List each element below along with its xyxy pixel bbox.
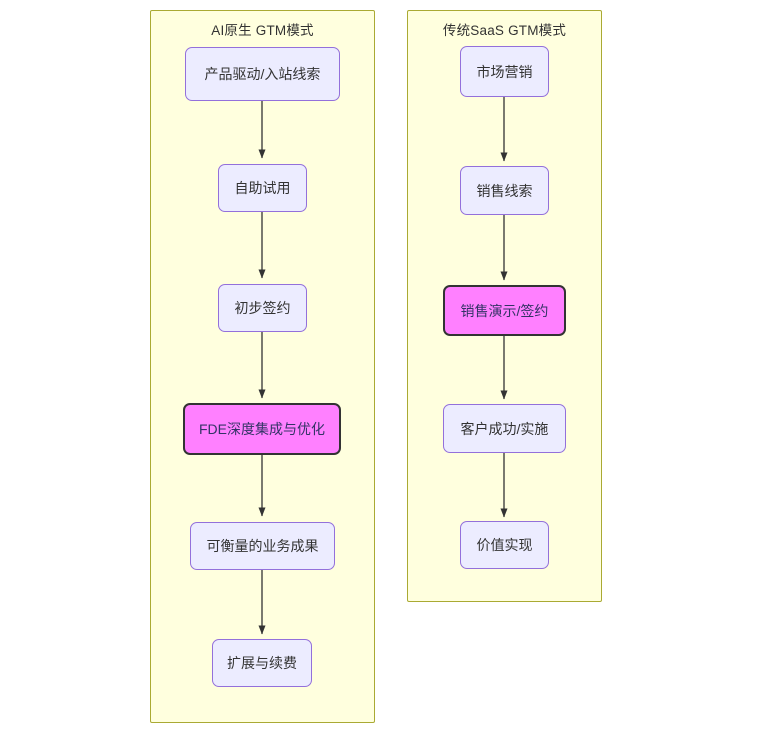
node-label: 客户成功/实施 <box>460 420 549 437</box>
node-label: 销售演示/签约 <box>460 302 549 319</box>
node-sales-demo-contract[interactable]: 销售演示/签约 <box>443 285 566 336</box>
node-label: 初步签约 <box>234 300 291 316</box>
node-product-led-inbound-leads[interactable]: 产品驱动/入站线索 <box>185 47 340 101</box>
node-label: 价值实现 <box>476 537 533 553</box>
node-label: 市场营销 <box>476 63 533 80</box>
node-customer-success-implementation[interactable]: 客户成功/实施 <box>443 404 566 453</box>
subgraph-title-right: 传统SaaS GTM模式 <box>442 23 567 38</box>
node-label: 扩展与续费 <box>227 655 297 671</box>
node-label: 可衡量的业务成果 <box>206 538 319 554</box>
node-initial-contract[interactable]: 初步签约 <box>218 284 307 332</box>
subgraph-title-left: AI原生 GTM模式 <box>211 23 314 38</box>
node-marketing[interactable]: 市场营销 <box>460 46 549 97</box>
subgraph-ai-native-gtm: AI原生 GTM模式 <box>150 10 375 723</box>
node-label: 自助试用 <box>234 180 291 196</box>
node-self-serve-trial[interactable]: 自助试用 <box>218 164 307 212</box>
node-value-realization[interactable]: 价值实现 <box>460 521 549 569</box>
node-sales-leads[interactable]: 销售线索 <box>460 166 549 215</box>
node-label: FDE深度集成与优化 <box>199 421 325 437</box>
node-label: 销售线索 <box>476 182 533 199</box>
node-label: 产品驱动/入站线索 <box>204 66 321 82</box>
node-measurable-business-outcomes[interactable]: 可衡量的业务成果 <box>190 522 335 570</box>
node-fde-deep-integration-optimization[interactable]: FDE深度集成与优化 <box>183 403 341 455</box>
node-expansion-renewal[interactable]: 扩展与续费 <box>212 639 312 687</box>
